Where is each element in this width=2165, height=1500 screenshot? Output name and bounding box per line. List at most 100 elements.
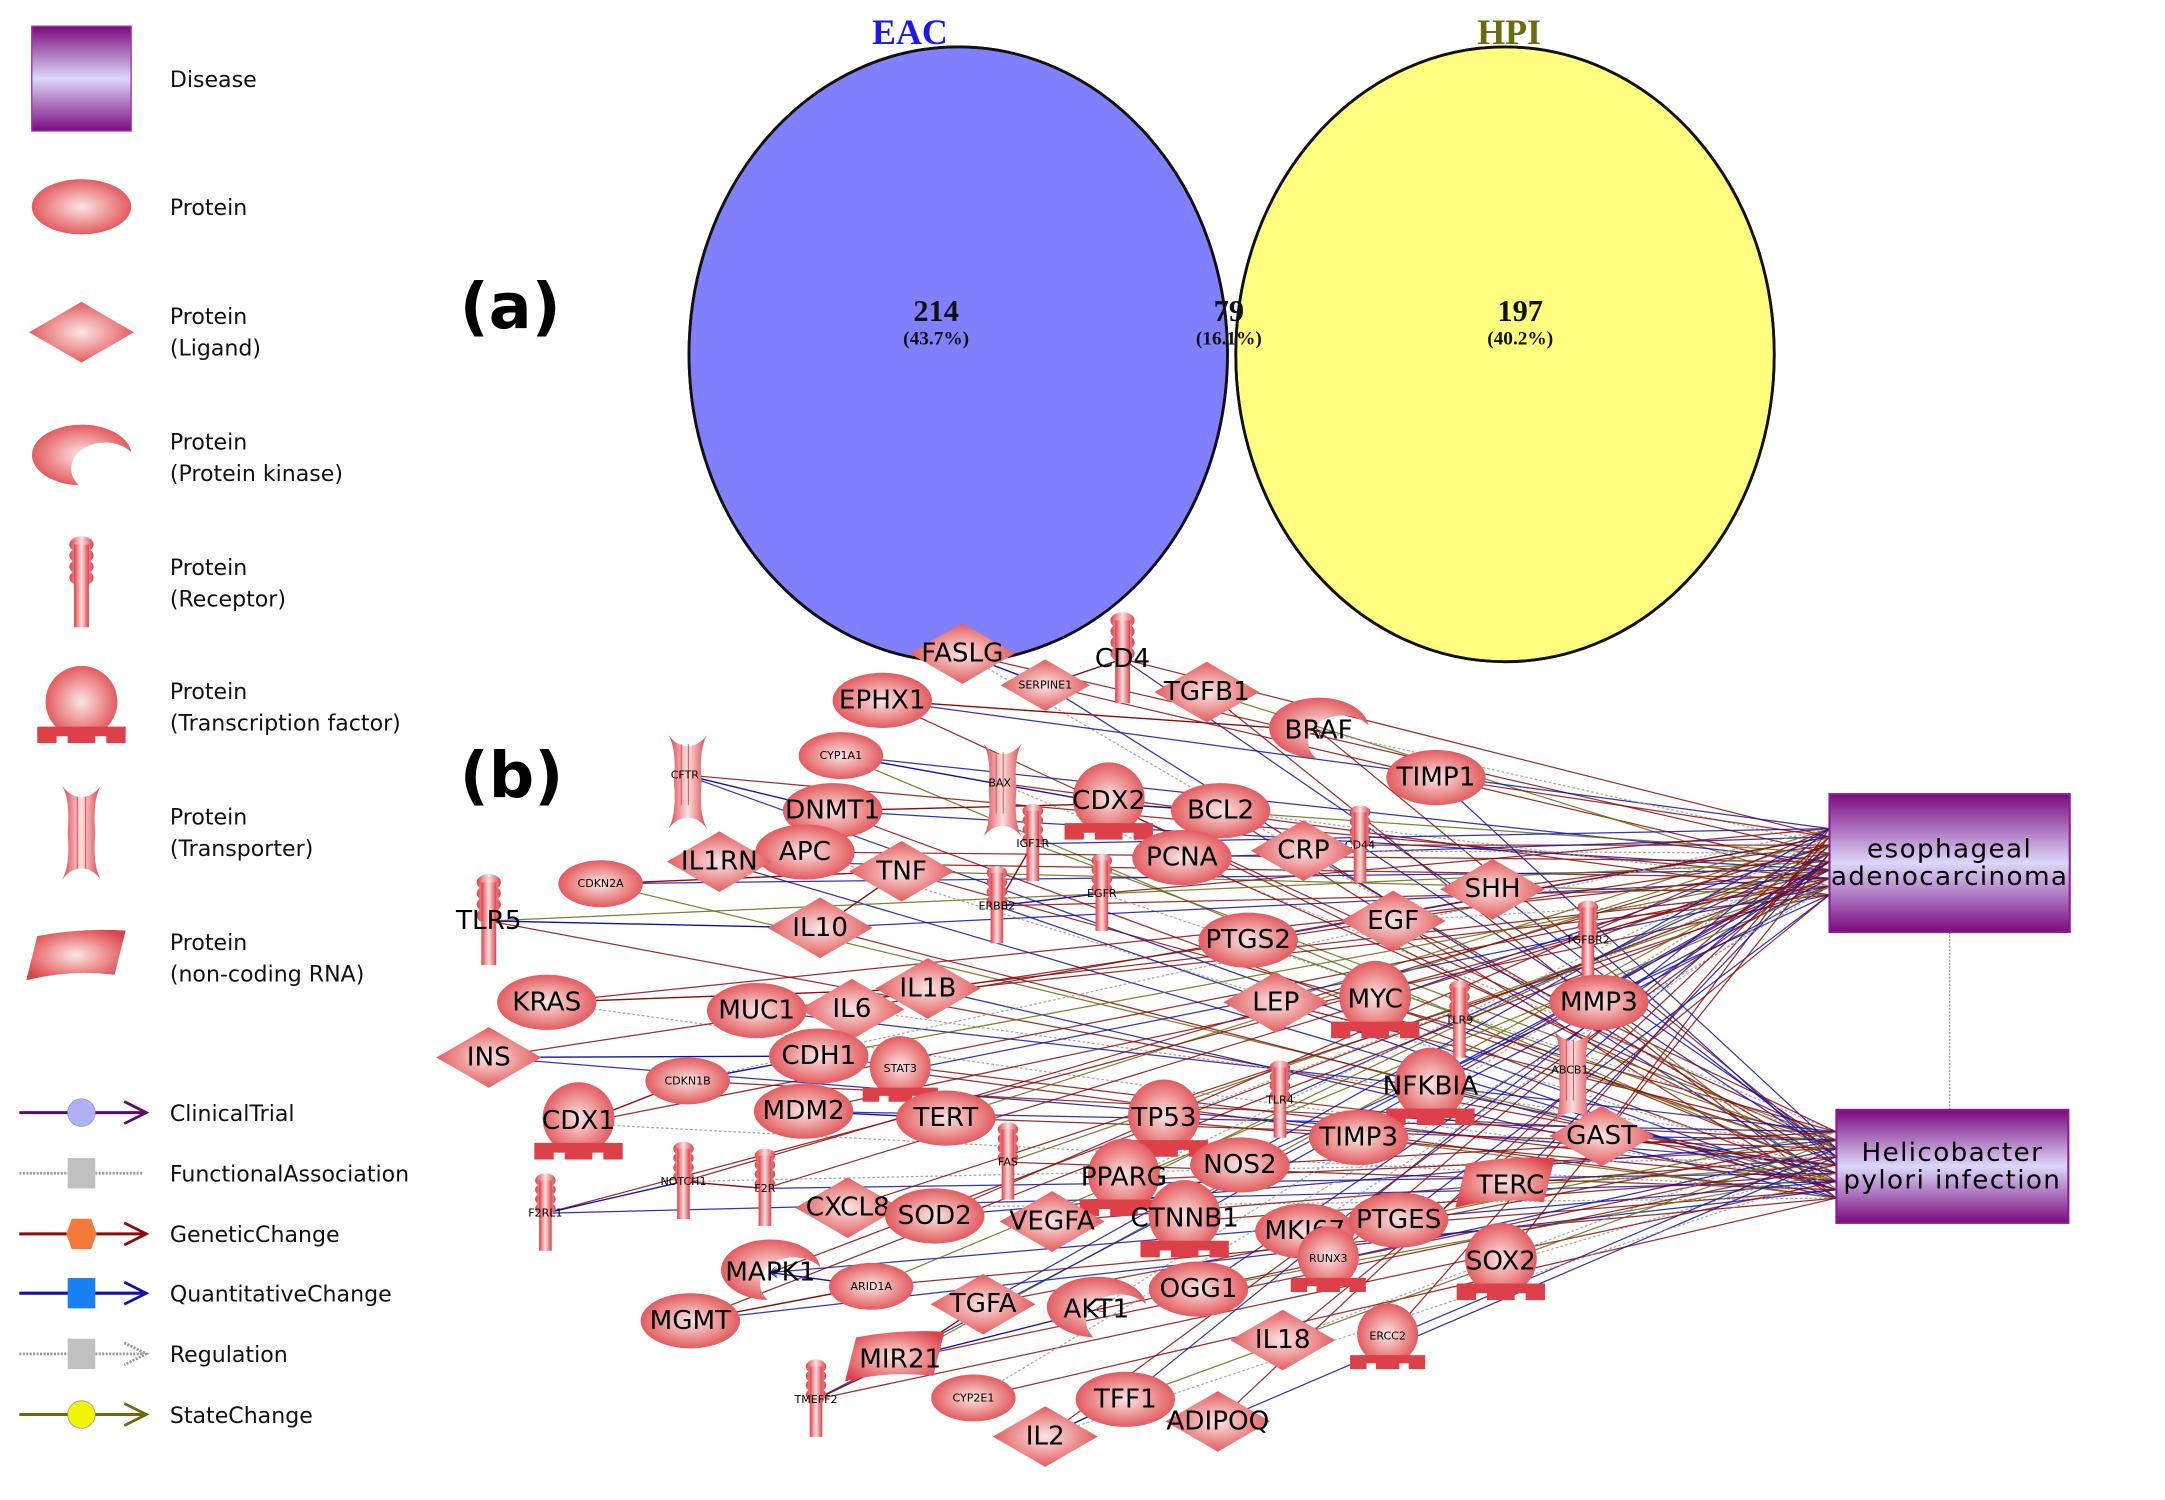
- node-serpine1[interactable]: SERPINE1: [1000, 659, 1090, 711]
- node-cd44[interactable]: CD44: [1345, 805, 1375, 883]
- protein-node-icon: [753, 1083, 854, 1139]
- node-myc[interactable]: MYC: [1331, 960, 1420, 1039]
- protein-node-icon: [706, 982, 807, 1039]
- node-dnmt1[interactable]: DNMT1: [782, 783, 883, 839]
- node-tlr5[interactable]: TLR5: [455, 874, 522, 966]
- node-cxcl8[interactable]: CXCL8: [795, 1177, 901, 1239]
- node-label: TERT: [912, 1103, 979, 1133]
- node-mmp3[interactable]: MMP3: [1549, 974, 1649, 1030]
- node-f2r[interactable]: F2R: [754, 1148, 776, 1226]
- receptor-node-icon: [1449, 980, 1470, 1058]
- node-sod2[interactable]: SOD2: [885, 1188, 985, 1244]
- node-ptges[interactable]: PTGES: [1348, 1192, 1449, 1248]
- node-label: OGG1: [1159, 1274, 1237, 1304]
- tf-node-icon: [1079, 1138, 1169, 1216]
- node-tgfbr2[interactable]: TGFBR2: [1565, 900, 1610, 978]
- node-pcna[interactable]: PCNA: [1132, 829, 1232, 886]
- node-faslg[interactable]: FASLG: [909, 623, 1015, 684]
- node-runx3[interactable]: RUNX3: [1290, 1226, 1366, 1292]
- node-muc1[interactable]: MUC1: [706, 982, 807, 1039]
- protein-node-icon: [1075, 1371, 1176, 1427]
- node-tff1[interactable]: TFF1: [1075, 1371, 1176, 1427]
- node-kras[interactable]: KRAS: [497, 974, 597, 1030]
- node-stat3[interactable]: STAT3: [862, 1036, 938, 1102]
- node-label: TERC: [1476, 1171, 1545, 1201]
- node-cdh1[interactable]: CDH1: [769, 1028, 869, 1084]
- node-tp53[interactable]: TP53: [1119, 1079, 1209, 1157]
- node-cdx1[interactable]: CDX1: [534, 1082, 623, 1160]
- legend-item-tf: Protein(Transcription factor): [37, 665, 401, 744]
- legend-item-receptor: Protein(Receptor): [69, 536, 286, 628]
- venn-count-eac-only: 214: [913, 294, 959, 328]
- node-nos2[interactable]: NOS2: [1190, 1137, 1290, 1193]
- node-tert[interactable]: TERT: [896, 1090, 996, 1146]
- node-mdm2[interactable]: MDM2: [753, 1083, 854, 1139]
- node-akt1[interactable]: AKT1: [1046, 1276, 1147, 1338]
- node-tmeff2[interactable]: TMEFF2: [794, 1359, 838, 1437]
- node-arid1a[interactable]: ARID1A: [828, 1262, 914, 1310]
- node-egfr[interactable]: EGFR: [1087, 853, 1117, 931]
- node-ptgs2[interactable]: PTGS2: [1198, 912, 1298, 968]
- receptor-shape-icon: [69, 536, 94, 628]
- node-cd4[interactable]: CD4: [1095, 612, 1150, 704]
- node-bax[interactable]: BAX: [983, 743, 1022, 837]
- node-il1rn[interactable]: IL1RN: [666, 831, 772, 893]
- network-edge: [1220, 810, 1830, 888]
- node-tlr4[interactable]: TLR4: [1265, 1060, 1294, 1138]
- protein-node-icon: [885, 1188, 985, 1244]
- node-gast[interactable]: GAST: [1549, 1105, 1655, 1167]
- node-il18[interactable]: IL18: [1230, 1309, 1336, 1371]
- node-ctnnb1[interactable]: CTNNB1: [1131, 1180, 1239, 1258]
- node-ogg1[interactable]: OGG1: [1148, 1261, 1249, 1317]
- node-sox2[interactable]: SOX2: [1456, 1222, 1546, 1301]
- network-edge: [1125, 828, 1830, 1400]
- node-label: IL2: [1026, 1422, 1065, 1452]
- node-apc[interactable]: APC: [755, 824, 855, 880]
- network-edge: [1319, 731, 1837, 1158]
- node-erbb2[interactable]: ERBB2: [979, 865, 1016, 944]
- node-timp3[interactable]: TIMP3: [1308, 1109, 1409, 1165]
- node-tlr9[interactable]: TLR9: [1445, 980, 1474, 1058]
- node-adipoq[interactable]: ADIPOQ: [1165, 1391, 1271, 1452]
- node-notch1[interactable]: NOTCH1: [660, 1141, 706, 1220]
- node-ercc2[interactable]: ERCC2: [1350, 1303, 1426, 1370]
- node-mapk1[interactable]: MAPK1: [720, 1239, 821, 1301]
- node-egf[interactable]: EGF: [1340, 890, 1446, 952]
- node-igf1r[interactable]: IGF1R: [1016, 803, 1050, 882]
- network-edge: [820, 928, 1837, 1191]
- node-mgmt[interactable]: MGMT: [640, 1293, 741, 1349]
- node-mir21[interactable]: MIR21: [845, 1331, 945, 1382]
- node-cdx2[interactable]: CDX2: [1064, 762, 1153, 840]
- node-lep[interactable]: LEP: [1223, 971, 1329, 1033]
- node-fas[interactable]: FAS: [997, 1122, 1019, 1200]
- node-cdkn2a[interactable]: CDKN2A: [558, 860, 643, 908]
- node-abcb1[interactable]: ABCB1: [1551, 1030, 1593, 1124]
- node-crp[interactable]: CRP: [1250, 820, 1356, 881]
- node-tgfb1[interactable]: TGFB1: [1154, 661, 1260, 723]
- node-terc[interactable]: TERC: [1455, 1157, 1555, 1208]
- legend-label: Protein(Protein kinase): [170, 430, 343, 487]
- node-bcl2[interactable]: BCL2: [1170, 783, 1271, 839]
- node-cyp2e1[interactable]: CYP2E1: [931, 1374, 1016, 1422]
- node-label: CYP2E1: [952, 1391, 994, 1404]
- node-il2[interactable]: IL2: [992, 1406, 1098, 1467]
- node-il10[interactable]: IL10: [767, 897, 873, 959]
- node-timp1[interactable]: TIMP1: [1386, 750, 1486, 806]
- node-label: MUC1: [718, 996, 795, 1026]
- node-cdkn1b[interactable]: CDKN1B: [645, 1057, 730, 1105]
- node-ins[interactable]: INS: [436, 1027, 542, 1088]
- protein-node-icon: [828, 1262, 914, 1310]
- node-ephx1[interactable]: EPHX1: [832, 672, 932, 728]
- network-edge: [1569, 1069, 1837, 1158]
- receptor-node-icon: [476, 874, 501, 966]
- node-nfkbia[interactable]: NFKBIA: [1383, 1047, 1479, 1125]
- node-braf[interactable]: BRAF: [1269, 697, 1369, 759]
- node-cftr[interactable]: CFTR: [668, 734, 708, 829]
- node-pparg[interactable]: PPARG: [1079, 1138, 1169, 1216]
- node-cyp1a1[interactable]: CYP1A1: [798, 732, 884, 779]
- node-f2rl1[interactable]: F2RL1: [528, 1173, 562, 1251]
- node-shh[interactable]: SHH: [1440, 858, 1546, 920]
- network-edge: [489, 852, 1830, 1057]
